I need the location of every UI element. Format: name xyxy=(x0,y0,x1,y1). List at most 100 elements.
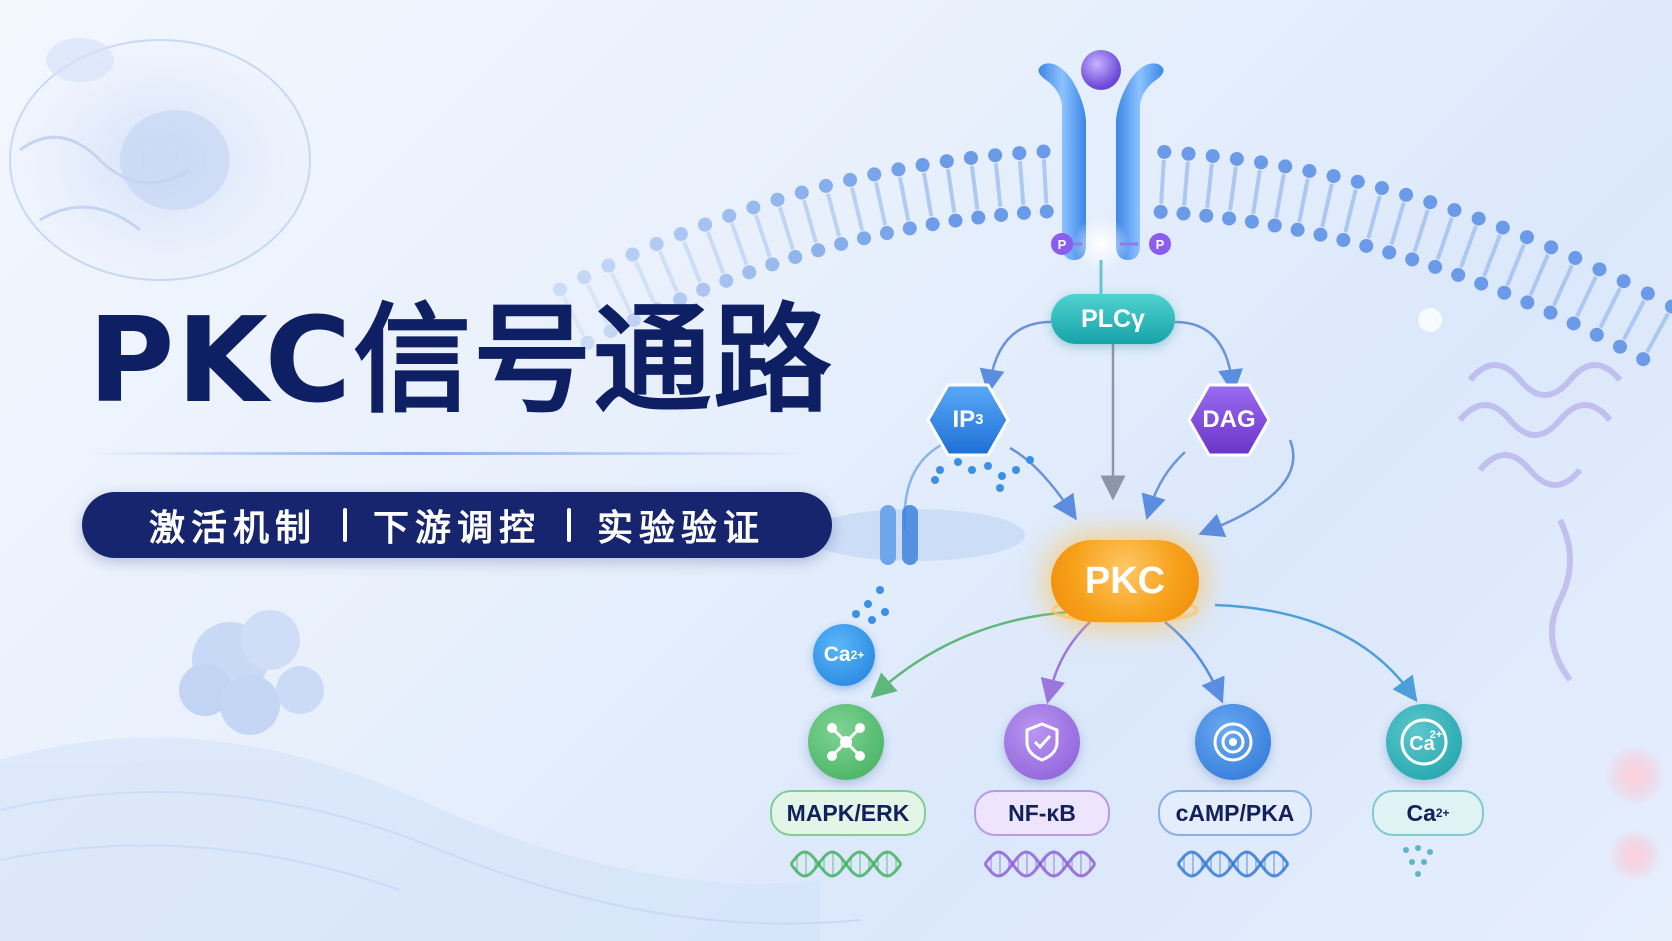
tagline-item-activation: 激活机制 xyxy=(148,508,317,549)
lipid-head xyxy=(1244,214,1259,229)
sparkle-decoration xyxy=(1418,308,1442,332)
lipid-head xyxy=(1428,259,1443,274)
lipid-head xyxy=(1153,204,1168,219)
lipid-head xyxy=(1181,146,1196,161)
lipid-tail xyxy=(1251,170,1262,215)
arrow-plc-to-ip3 xyxy=(979,320,1052,395)
lipid-tail xyxy=(1343,189,1358,233)
lipid-head xyxy=(649,236,664,251)
ip3-molecules xyxy=(931,456,1034,492)
lipid-head xyxy=(1566,316,1581,331)
lipid-head xyxy=(1640,286,1655,301)
lipid-tail xyxy=(561,295,586,337)
lipid-head xyxy=(1519,230,1534,245)
lipid-head xyxy=(722,208,737,223)
ligand-molecule xyxy=(1081,50,1121,90)
lipid-head xyxy=(1199,208,1214,223)
lipid-head xyxy=(1039,204,1054,219)
tagline-separator xyxy=(567,508,571,542)
lipid-head xyxy=(1016,205,1031,220)
lipid-tail xyxy=(1459,225,1478,269)
arrow-pkc-to-calcium xyxy=(1214,603,1418,703)
lipid-tail xyxy=(1274,173,1286,218)
lipid-head xyxy=(971,210,986,225)
dna-strand xyxy=(789,850,903,878)
lipid-head xyxy=(1290,222,1305,237)
lipid-tail xyxy=(1366,195,1382,239)
lipid-head xyxy=(867,167,882,182)
lipid-head xyxy=(601,258,616,273)
pkc-node: PKC xyxy=(1051,540,1199,622)
lipid-tail xyxy=(1435,217,1454,260)
lipid-head xyxy=(1374,181,1389,196)
calcium-release-dots xyxy=(852,586,889,624)
pathway-arrows xyxy=(870,320,1418,705)
lipid-head xyxy=(1222,211,1237,226)
lipid-head xyxy=(770,192,785,207)
arrow-side-to-pkc xyxy=(1198,439,1295,537)
lipid-tail xyxy=(1297,178,1310,223)
tagline-bar: 激活机制 下游调控 实验验证 xyxy=(82,492,832,558)
lipid-tail xyxy=(897,176,911,221)
lipid-tail xyxy=(993,163,1003,208)
lipid-head xyxy=(1157,144,1172,159)
phosphate-label: P xyxy=(1156,237,1165,252)
lipid-head xyxy=(553,282,567,297)
lipid-head xyxy=(948,213,963,228)
page-title: PKC信号通路 xyxy=(88,291,834,429)
calcium-icon-sup: 2+ xyxy=(1430,729,1443,741)
nf-kb-label: NF-κB xyxy=(974,790,1110,836)
background-helix-illustration xyxy=(1457,362,1623,682)
dna-strand xyxy=(1176,850,1290,878)
lipid-head xyxy=(1302,163,1317,178)
calcium-icon-text: Ca xyxy=(1409,733,1435,755)
lipid-head xyxy=(925,217,940,232)
sparkle-decoration xyxy=(1605,745,1665,805)
lipid-head xyxy=(1495,220,1510,235)
lipid-head xyxy=(1012,146,1027,161)
ip3-node xyxy=(926,383,1010,457)
lipid-head xyxy=(902,221,917,236)
lipid-head xyxy=(788,250,803,265)
lipid-tail xyxy=(1528,253,1550,296)
title-underline xyxy=(88,452,808,455)
lipid-tail xyxy=(1159,159,1166,205)
lipid-tail xyxy=(1182,161,1190,206)
lipid-head xyxy=(1543,305,1558,320)
lipid-head xyxy=(891,162,906,177)
lipid-head xyxy=(1382,245,1397,260)
lipid-head xyxy=(1497,285,1512,300)
calcium-label-main: Ca xyxy=(823,643,851,666)
lipid-head xyxy=(1544,240,1559,255)
lipid-head xyxy=(1592,262,1607,277)
lipid-head xyxy=(1359,238,1374,253)
lipid-tail xyxy=(681,240,703,284)
lipid-tail xyxy=(1228,166,1238,211)
lipid-head xyxy=(988,148,1003,163)
tagline-separator xyxy=(342,508,347,542)
lipid-head xyxy=(625,247,640,262)
mapk-erk-icon xyxy=(808,704,884,780)
lipid-head xyxy=(1474,276,1489,291)
lipid-head xyxy=(1278,159,1293,174)
background-cell-illustration xyxy=(9,38,311,281)
lipid-tail xyxy=(633,261,656,303)
lipid-head xyxy=(698,217,713,232)
lipid-tail xyxy=(754,214,772,258)
lipid-head xyxy=(1447,203,1462,218)
tagline-item-validation: 实验验证 xyxy=(597,508,766,549)
lipid-head xyxy=(580,335,595,350)
lipid-tail xyxy=(1505,243,1526,287)
nf-kb-icon xyxy=(1004,704,1080,780)
lipid-head xyxy=(1471,211,1486,226)
lipid-head xyxy=(1665,299,1672,314)
target-ring-icon xyxy=(1213,722,1253,762)
dna-decorations xyxy=(789,850,1290,878)
phosphate-label: P xyxy=(1058,237,1067,252)
calcium-target-icon: Ca 2+ xyxy=(1386,704,1462,780)
lipid-head xyxy=(1568,251,1583,266)
